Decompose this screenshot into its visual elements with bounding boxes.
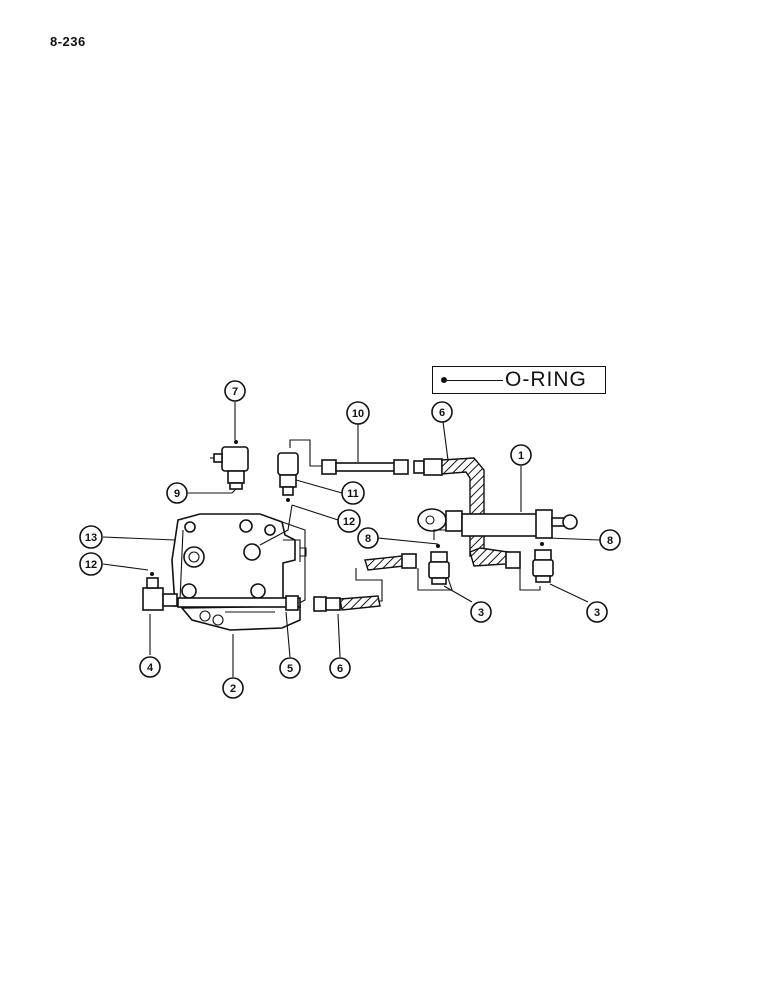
callout-12b: 12 xyxy=(79,552,103,576)
callout-label: 3 xyxy=(478,607,484,619)
callout-label: 13 xyxy=(85,532,97,544)
callout-label: 1 xyxy=(518,450,524,462)
callout-1: 1 xyxy=(510,444,532,466)
callout-3a: 3 xyxy=(470,601,492,623)
callout-label: 3 xyxy=(594,607,600,619)
valve-tube xyxy=(177,595,301,611)
callout-3b: 3 xyxy=(586,601,608,623)
elbow-fitting xyxy=(142,572,178,611)
callout-label: 7 xyxy=(232,386,238,398)
callout-12a: 12 xyxy=(337,509,361,533)
callout-6b: 6 xyxy=(329,657,351,679)
o-ring-dot-icon xyxy=(441,377,447,383)
callout-label: 12 xyxy=(343,516,355,528)
adapter-fitting xyxy=(277,439,300,502)
callout-13: 13 xyxy=(79,525,103,549)
callout-label: 2 xyxy=(230,683,236,695)
page-number: 8-236 xyxy=(50,34,86,49)
callout-8a: 8 xyxy=(357,527,379,549)
callout-label: 4 xyxy=(147,662,154,674)
cylinder-fitting-left xyxy=(428,529,450,585)
callout-label: 5 xyxy=(287,663,293,675)
callout-7: 7 xyxy=(224,380,246,402)
callout-10: 10 xyxy=(346,401,370,425)
callout-label: 6 xyxy=(439,407,445,419)
callout-9: 9 xyxy=(166,482,188,504)
callout-label: 8 xyxy=(607,535,613,547)
callout-label: 12 xyxy=(85,559,97,571)
legend-line xyxy=(447,380,503,381)
callout-11: 11 xyxy=(341,481,365,505)
lower-fitting-tube xyxy=(313,553,417,612)
callout-label: 8 xyxy=(365,533,371,545)
callout-8b: 8 xyxy=(599,529,621,551)
relief-valve xyxy=(210,440,249,490)
hydraulic-cylinder xyxy=(417,508,578,539)
callout-2: 2 xyxy=(222,677,244,699)
o-ring-legend: O-RING xyxy=(432,366,606,394)
legend-text: O-RING xyxy=(505,368,587,391)
callout-5: 5 xyxy=(279,657,301,679)
callout-4: 4 xyxy=(139,656,161,678)
cylinder-fitting-right xyxy=(532,542,554,583)
leader-lines xyxy=(102,402,601,677)
callout-label: 6 xyxy=(337,663,343,675)
callout-label: 11 xyxy=(347,488,359,500)
callout-6a: 6 xyxy=(431,401,453,423)
callout-label: 10 xyxy=(352,408,364,420)
callout-label: 9 xyxy=(174,488,180,500)
control-valve-body xyxy=(171,513,307,631)
upper-tube xyxy=(300,439,409,475)
